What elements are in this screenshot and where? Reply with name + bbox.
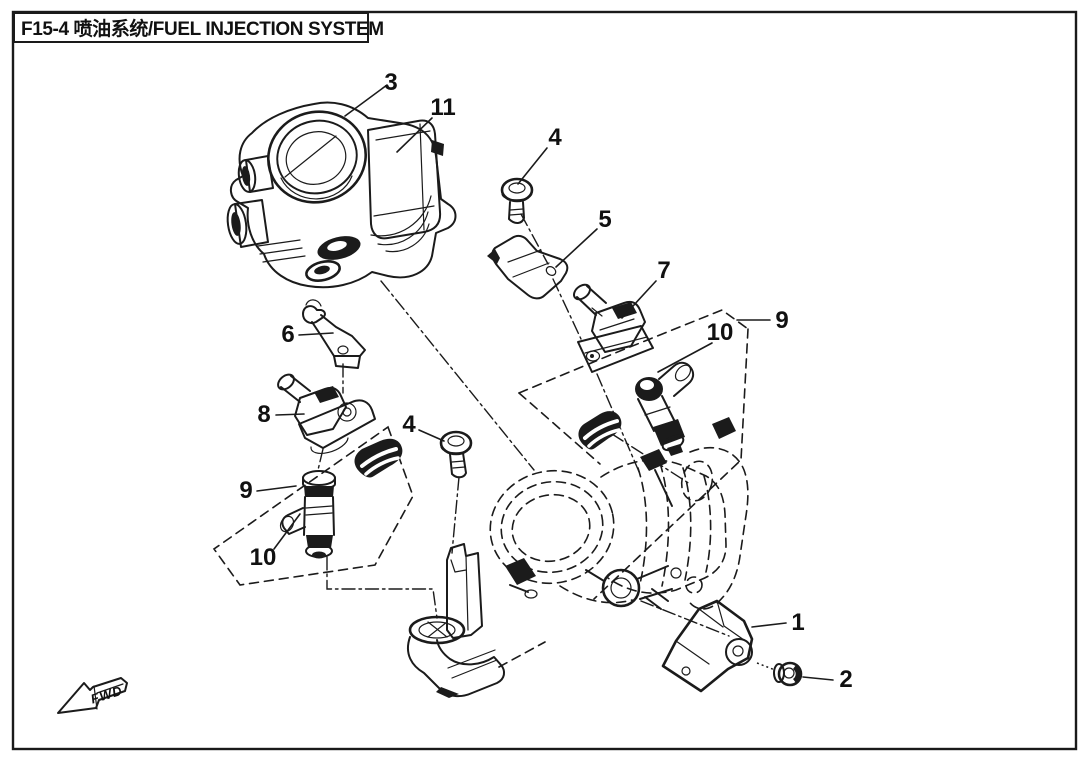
clamp-screw	[505, 558, 538, 599]
retainer-clip-left	[354, 438, 403, 478]
callout-1-label: 1	[791, 609, 804, 636]
throttle-body-installed-phantom	[489, 446, 749, 668]
callout-4-left-label: 4	[402, 411, 416, 438]
flange-bolt-2	[773, 661, 803, 687]
map-sensor-7	[573, 283, 654, 373]
support-bracket	[446, 543, 483, 639]
callout-9-right-label: 9	[775, 307, 788, 334]
throttle-body-drawing	[226, 101, 457, 289]
callout-8-label: 8	[257, 401, 270, 428]
callout-10-left-label: 10	[250, 544, 277, 571]
callout-10-right-label: 10	[707, 319, 734, 346]
title-box: F15-4 喷油系统/FUEL INJECTION SYSTEM	[13, 12, 384, 43]
intake-elbow	[406, 615, 506, 698]
callout-leaders	[256, 84, 834, 681]
callout-labels: 3 11 4 5 7 9 10 6 8 4 9 10 1 2	[239, 69, 852, 693]
callout-5-label: 5	[598, 206, 611, 233]
callout-7-label: 7	[657, 257, 670, 284]
retainer-clip-right	[578, 411, 622, 450]
callout-6-label: 6	[281, 321, 294, 348]
page-border	[11, 10, 1078, 751]
fuel-rail-bolts	[640, 417, 736, 507]
fuel-injector-right	[635, 361, 695, 456]
fwd-arrow: FWD	[57, 677, 128, 714]
sensor-bracket-5	[487, 234, 569, 300]
callout-4-top-label: 4	[548, 124, 562, 151]
fuel-injector-left	[279, 470, 336, 559]
callout-3-label: 3	[384, 69, 397, 96]
flange-bolt-top	[500, 177, 534, 224]
sensor-bracket-6	[302, 299, 366, 369]
page-title: F15-4 喷油系统/FUEL INJECTION SYSTEM	[21, 19, 384, 40]
map-sensor-8	[277, 373, 376, 455]
manifold-mounting-ear	[585, 565, 682, 610]
sensor-1	[661, 599, 754, 693]
injector-group-region-left	[212, 425, 414, 586]
injector-group-region-right	[518, 309, 749, 600]
callout-11-label: 11	[430, 94, 455, 121]
callout-2-label: 2	[839, 666, 852, 693]
flange-bolt-left	[439, 430, 473, 479]
callout-9-left-label: 9	[239, 477, 252, 504]
